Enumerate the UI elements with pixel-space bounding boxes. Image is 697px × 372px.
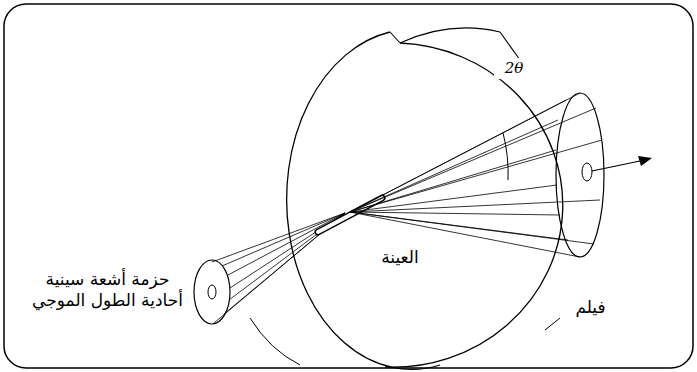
beam-label: حزمة أشعة سينية أحادية الطول الموجي [22, 268, 193, 313]
angle-label: 2θ [494, 58, 534, 79]
sample-label: العينة [362, 246, 438, 269]
film-label: فيلم [560, 296, 621, 319]
